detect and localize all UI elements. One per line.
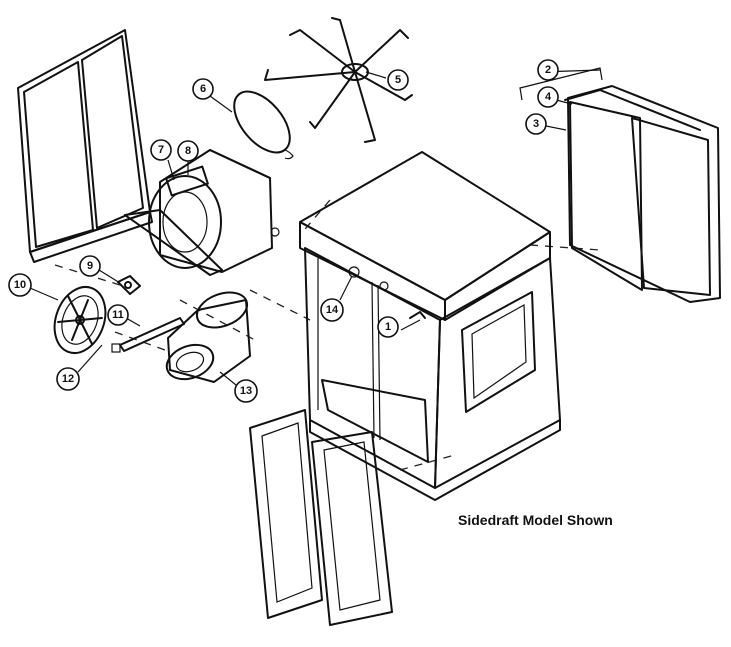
fan-blade-assembly	[264, 17, 413, 143]
leader-lines	[29, 69, 601, 386]
callout-3-label: 3	[533, 118, 539, 130]
callout-14: 14	[320, 298, 344, 322]
callout-7: 7	[150, 139, 172, 161]
callout-1-label: 1	[385, 321, 391, 333]
callout-14-label: 14	[326, 304, 339, 316]
callout-9-label: 9	[87, 260, 93, 272]
cooler-cabinet	[299, 151, 561, 501]
callout-1: 1	[377, 316, 399, 338]
callout-10: 10	[8, 273, 32, 297]
callout-6-label: 6	[200, 83, 206, 95]
callout-9: 9	[79, 255, 101, 277]
callout-12-label: 12	[62, 373, 74, 385]
callout-5: 5	[387, 69, 409, 91]
bearing-bracket	[117, 275, 141, 295]
callout-10-label: 10	[14, 279, 26, 291]
float-disc	[233, 90, 294, 160]
callout-7-label: 7	[158, 144, 164, 156]
callout-4: 4	[537, 86, 559, 108]
callout-12: 12	[56, 367, 80, 391]
louvered-front-panels	[249, 409, 393, 626]
callout-2-label: 2	[545, 64, 551, 76]
callout-11-label: 11	[112, 309, 124, 321]
callout-6: 6	[192, 78, 214, 100]
callout-4-label: 4	[545, 91, 552, 103]
callout-5-label: 5	[395, 74, 401, 86]
diagram-caption: Sidedraft Model Shown	[458, 512, 613, 528]
pulley-wheel	[53, 286, 107, 354]
callout-2: 2	[537, 59, 559, 81]
callout-13-label: 13	[240, 385, 252, 397]
callout-3: 3	[525, 113, 547, 135]
left-media-pad-panel	[17, 29, 153, 263]
callout-8: 8	[177, 140, 199, 162]
callout-8-label: 8	[185, 145, 191, 157]
right-media-pad-panel	[519, 67, 721, 303]
blower-housing	[124, 149, 280, 276]
callout-13: 13	[234, 379, 258, 403]
blower-wheel	[165, 291, 251, 383]
callout-11: 11	[107, 304, 129, 326]
